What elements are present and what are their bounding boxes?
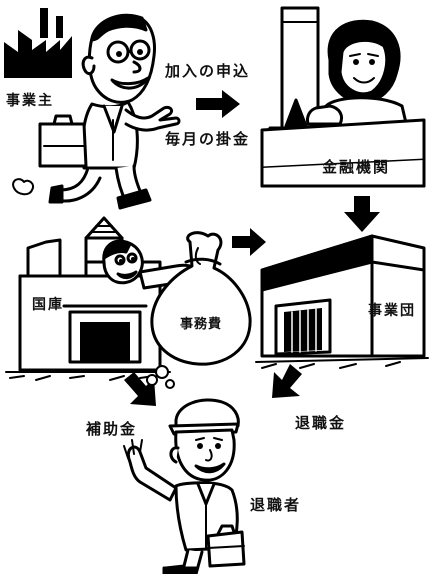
puff-icon	[146, 365, 175, 389]
treasury-building	[5, 216, 171, 381]
bank-building	[260, 6, 426, 188]
retiree-figure	[123, 398, 246, 574]
retiree-label: 退職者	[250, 496, 302, 514]
admin-expenses-label: 事務費	[180, 317, 223, 332]
application-label: 加入の申込	[165, 62, 251, 80]
monthly-payment-label: 毎月の掛金	[165, 130, 251, 148]
corporation-building	[255, 234, 429, 369]
arrow-down-right-icon	[124, 372, 156, 406]
arrow-icon	[232, 228, 266, 256]
mutual-aid-corp-label: 事業団	[368, 303, 416, 319]
employer-label: 事業主	[6, 93, 54, 109]
arrow-icon	[196, 90, 240, 118]
financial-institution-label: 金融機関	[322, 158, 391, 176]
treasury-official-figure	[102, 239, 200, 290]
factory-icon	[4, 8, 72, 78]
national-treasury-label: 国庫	[32, 297, 64, 313]
money-bag-icon	[150, 231, 252, 366]
employer-figure	[12, 13, 181, 210]
arrow-down-icon	[344, 196, 380, 232]
subsidy-label: 補助金	[86, 420, 138, 438]
retirement-allowance-label: 退職金	[295, 414, 347, 432]
arrow-down-left-icon	[272, 364, 302, 398]
